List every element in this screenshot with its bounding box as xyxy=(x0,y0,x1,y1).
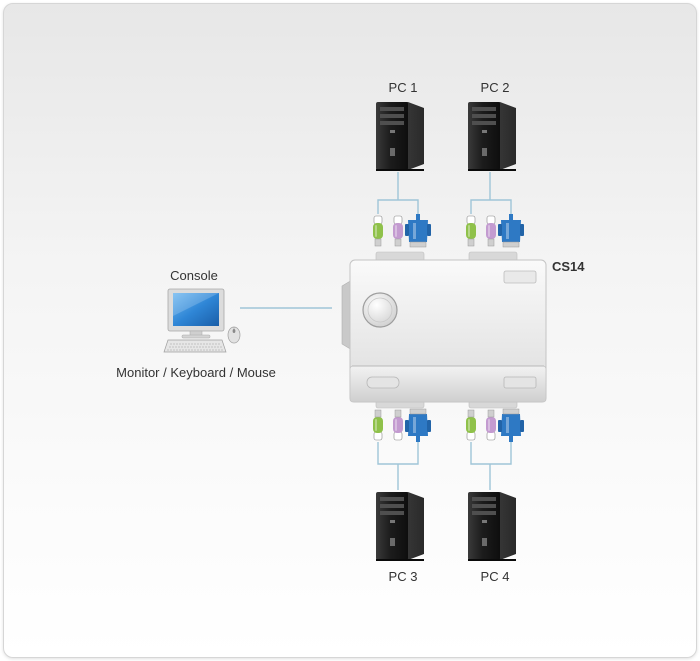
console-label: Console xyxy=(170,268,218,283)
diagram-frame: PC 1 PC 2 PC 3 PC 4 CS14 Console Monitor… xyxy=(3,3,697,658)
connector-icon xyxy=(404,213,432,248)
connector-icon xyxy=(372,215,384,247)
connector-group-pc2 xyxy=(465,213,525,248)
console-caption: Monitor / Keyboard / Mouse xyxy=(116,365,276,380)
pc-tower-icon xyxy=(468,492,516,561)
kvm-switch-icon xyxy=(341,251,547,409)
pc-label: PC 1 xyxy=(388,80,418,95)
cable-pc3-split xyxy=(377,442,419,465)
connector-icon xyxy=(392,409,404,441)
cable-pc2-split xyxy=(470,199,512,214)
cable-pc4-split xyxy=(470,442,512,465)
monitor-icon xyxy=(167,288,225,339)
connector-group-pc4 xyxy=(465,408,525,443)
console-icon xyxy=(163,288,241,353)
switch-model-label: CS14 xyxy=(552,259,585,274)
keyboard-icon xyxy=(163,339,227,353)
connector-icon xyxy=(497,408,525,443)
cable-pc1-split xyxy=(377,199,419,214)
connector-icon xyxy=(465,215,477,247)
pc-tower-icon xyxy=(376,102,424,171)
pc-tower-icon xyxy=(376,492,424,561)
connector-icon xyxy=(497,213,525,248)
pc-label: PC 3 xyxy=(388,569,418,584)
pc-label: PC 2 xyxy=(480,80,510,95)
connector-icon xyxy=(392,215,404,247)
cables xyxy=(240,172,512,490)
mouse-icon xyxy=(227,326,241,344)
connector-icon xyxy=(465,409,477,441)
connector-group-pc1 xyxy=(372,213,432,248)
connector-icon xyxy=(404,408,432,443)
connector-group-pc3 xyxy=(372,408,432,443)
pc-tower-icon xyxy=(468,102,516,171)
connector-icon xyxy=(372,409,384,441)
kvm-diagram xyxy=(163,102,547,561)
pc-label: PC 4 xyxy=(480,569,510,584)
connector-icon xyxy=(485,215,497,247)
connector-icon xyxy=(485,409,497,441)
